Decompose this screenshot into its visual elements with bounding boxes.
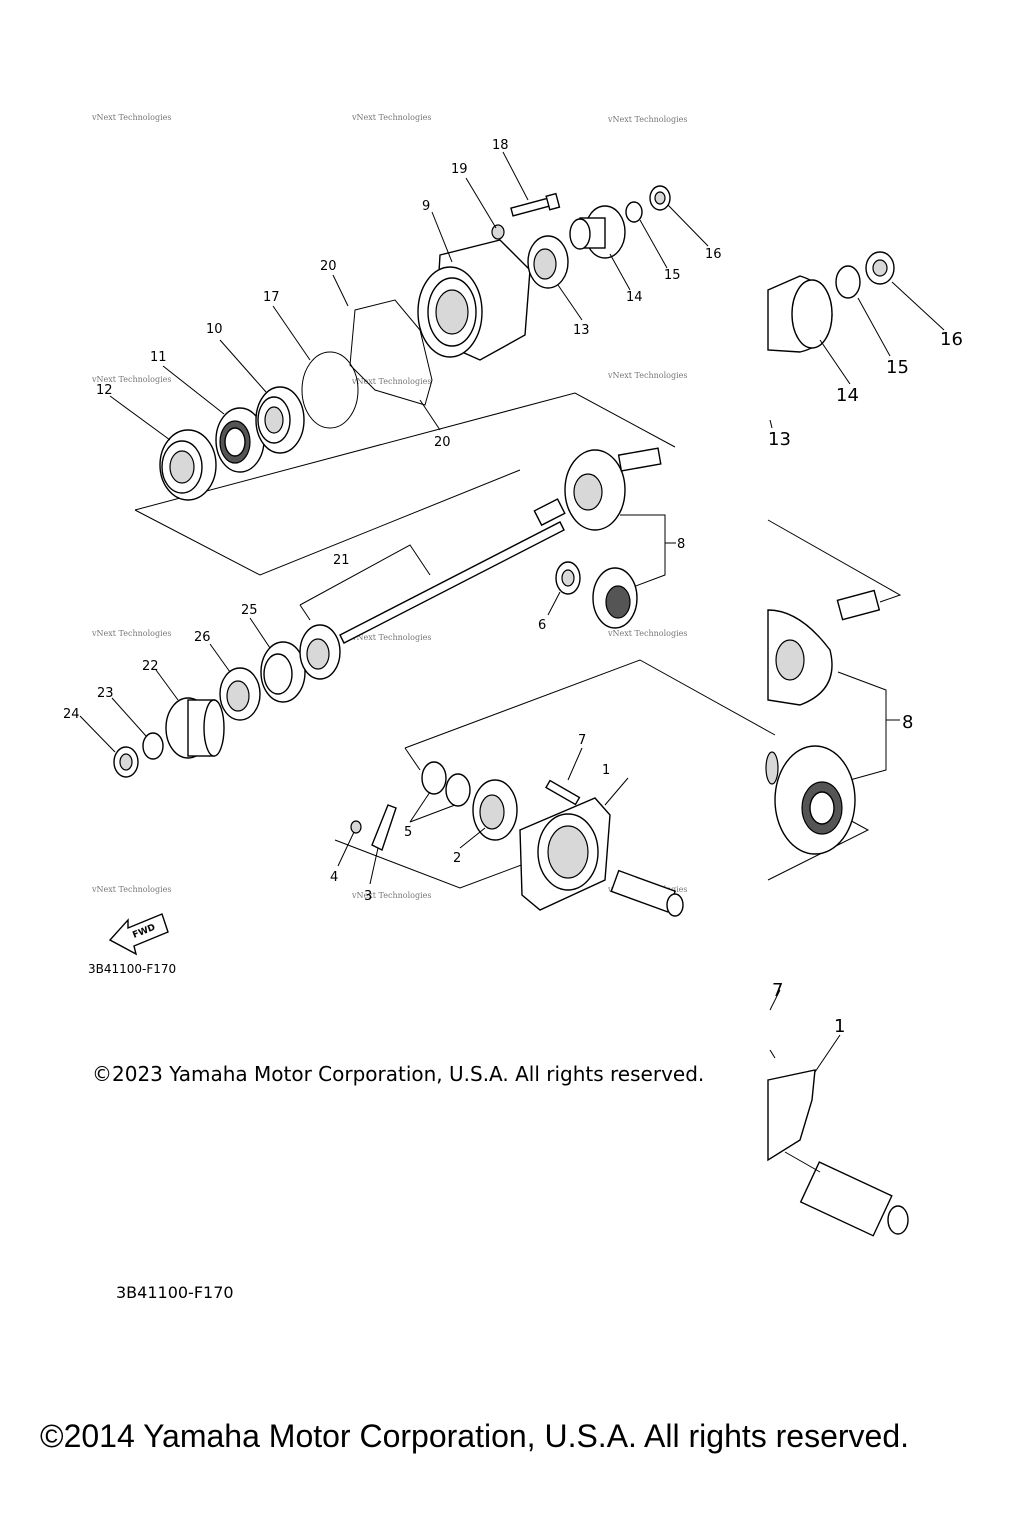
parts	[113, 185, 684, 917]
callout-8: 8	[677, 537, 685, 552]
inset-nut-16	[865, 251, 895, 285]
callout-4: 4	[330, 870, 338, 885]
plate-3	[371, 804, 397, 851]
callout-24: 24	[63, 707, 80, 722]
pinion-shaft	[610, 869, 684, 917]
callout-11: 11	[150, 350, 167, 365]
spline-ring-11	[215, 407, 265, 473]
callout-7: 7	[578, 733, 586, 748]
bolt-18	[510, 192, 561, 217]
nut-6	[555, 561, 581, 595]
inset-callout-8: 8	[902, 712, 913, 733]
watermark: vNext Technologies	[351, 891, 431, 900]
screw-4	[350, 820, 362, 834]
callout-16: 16	[705, 247, 722, 262]
watermark: vNext Technologies	[91, 375, 171, 384]
washer-23	[142, 732, 164, 760]
watermark: vNext Technologies	[607, 629, 687, 638]
inset-callout-7: 7	[772, 980, 783, 1001]
washer-19	[491, 224, 505, 240]
inset-bevel-gear-8	[765, 589, 881, 855]
watermark: vNext Technologies	[91, 629, 171, 638]
callout-23: 23	[97, 686, 114, 701]
inset-callout-14: 14	[836, 385, 859, 406]
leader-lines	[79, 151, 709, 885]
callout-12: 12	[96, 383, 113, 398]
nut-16	[649, 185, 671, 211]
bearing-10	[255, 386, 305, 454]
watermark: vNext Technologies	[91, 885, 171, 894]
nut-24	[113, 746, 139, 778]
callout-1: 1	[602, 763, 610, 778]
inset-coupling-14	[767, 275, 833, 353]
callout-6: 6	[538, 618, 546, 633]
bearing-2	[472, 779, 518, 841]
callout-17: 17	[263, 290, 280, 305]
callout-14: 14	[626, 290, 643, 305]
callout-22: 22	[142, 659, 159, 674]
callout-18: 18	[492, 138, 509, 153]
callout-13: 13	[573, 323, 590, 338]
o-ring-17	[301, 351, 359, 429]
copyright-2014: ©2014 Yamaha Motor Corporation, U.S.A. A…	[40, 1418, 910, 1454]
bearing-shaft	[299, 624, 341, 680]
bearing-12	[159, 429, 217, 501]
callout-5: 5	[404, 825, 412, 840]
inset-callout-1: 1	[834, 1016, 845, 1037]
inset-callout-13: 13	[768, 429, 791, 450]
bearing-13	[527, 235, 569, 289]
callout-10: 10	[206, 322, 223, 337]
inset-callout-16: 16	[940, 329, 963, 350]
sleeve-22	[165, 697, 225, 759]
coupling-14	[569, 205, 626, 259]
diagram-code-large: 3B41100-F170	[116, 1283, 234, 1302]
watermark: vNext Technologies	[607, 115, 687, 124]
cover-1	[519, 797, 611, 911]
watermark: vNext Technologies	[91, 113, 171, 122]
callout-21: 21	[333, 553, 350, 568]
shim-5b	[445, 773, 471, 807]
bolt-7	[545, 779, 581, 806]
shim-5a	[421, 761, 447, 795]
watermark: vNext Technologies	[351, 113, 431, 122]
bevel-gear-8	[564, 447, 662, 629]
callouts: 1 2 3 4 5 6 7 8 9 10 11 12 13 14 15 16 1…	[63, 138, 722, 904]
zoomed-inset: 16 15 14 13 8 7 1	[765, 251, 963, 1237]
bearing-25	[260, 641, 306, 703]
callout-20: 20	[320, 259, 337, 274]
inset-washer-15	[835, 265, 861, 299]
shaft-21	[339, 498, 566, 644]
callout-26: 26	[194, 630, 211, 645]
callout-15: 15	[664, 268, 681, 283]
copyright-2023: ©2023 Yamaha Motor Corporation, U.S.A. A…	[92, 1062, 705, 1086]
seal-26	[219, 667, 261, 721]
watermark: vNext Technologies	[351, 377, 431, 386]
washer-15	[625, 201, 643, 223]
fwd-arrow-icon: FWD	[108, 913, 169, 956]
callout-3: 3	[364, 889, 372, 904]
callout-19: 19	[451, 162, 468, 177]
callout-25: 25	[241, 603, 258, 618]
watermark: vNext Technologies	[351, 633, 431, 642]
gasket-20	[349, 299, 433, 406]
callout-20-lower: 20	[434, 435, 451, 450]
housing-9	[417, 239, 531, 361]
watermark: vNext Technologies	[607, 371, 687, 380]
callout-2: 2	[453, 851, 461, 866]
diagram-code: 3B41100-F170	[88, 962, 177, 976]
callout-9: 9	[422, 199, 430, 214]
inset-cover-1	[767, 1069, 909, 1237]
inset-callout-15: 15	[886, 357, 909, 378]
